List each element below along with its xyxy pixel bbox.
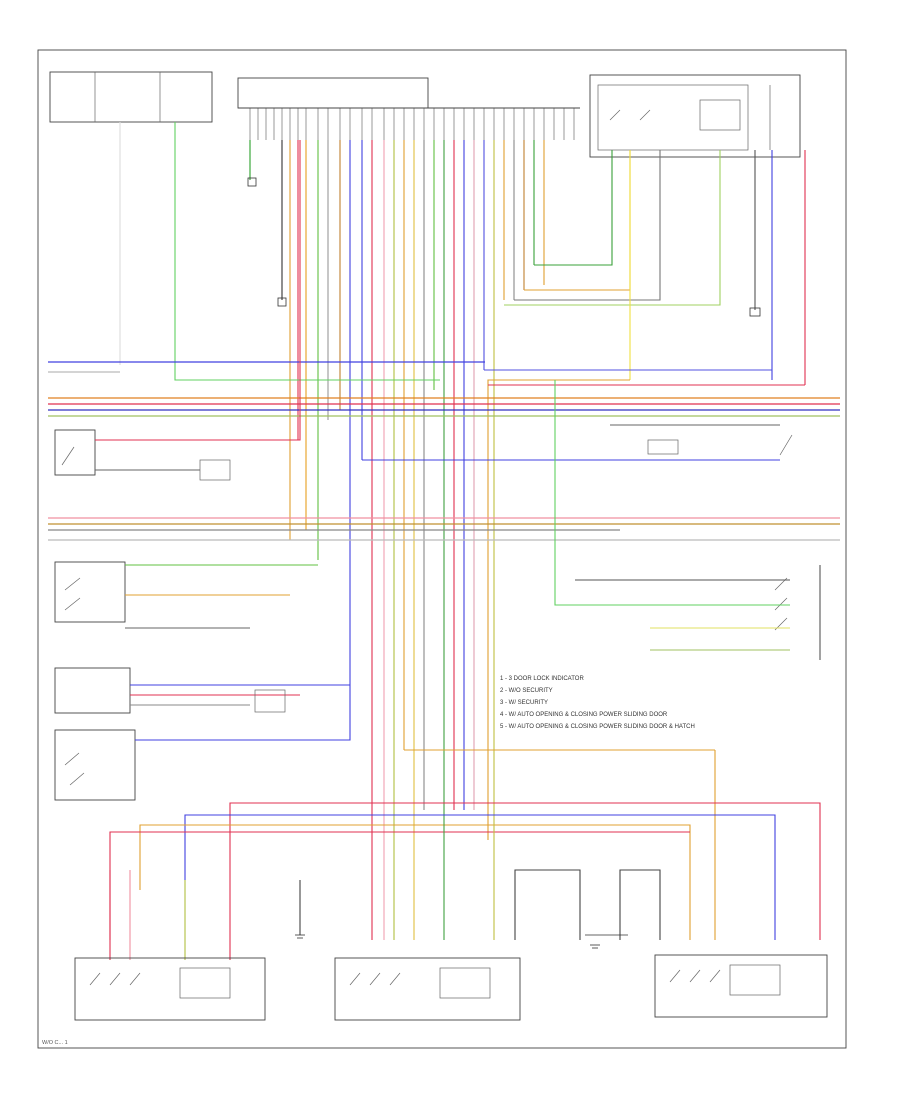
door-switch-left-1 (54, 429, 96, 476)
power-sliding-door-module (589, 74, 801, 158)
right-lower-switch (554, 380, 821, 660)
lower-wiring (109, 749, 821, 960)
horizontal-bus (48, 361, 840, 541)
slide-door-motor-center (334, 957, 521, 1021)
door-lock-actuator-left (54, 667, 131, 714)
ground-symbols (295, 934, 628, 949)
legend-item-1: 1 - 3 DOOR LOCK INDICATOR (500, 676, 584, 682)
slide-door-motor-left (74, 957, 266, 1021)
module-pin-group (249, 108, 575, 140)
legend-item-2: 2 - W/O SECURITY (500, 688, 553, 694)
slide-door-motor-right (654, 954, 828, 1018)
module-right-connections (484, 150, 806, 840)
legend-item-3: 3 - W/ SECURITY (500, 700, 548, 706)
right-middle-components (362, 424, 793, 461)
diagram-frame (37, 49, 847, 1049)
body-control-module (237, 77, 429, 109)
legend-item-4: 4 - W/ AUTO OPENING & CLOSING POWER SLID… (500, 712, 668, 718)
rear-door-switch (54, 729, 136, 801)
junction-block-top-left (49, 71, 213, 123)
door-lock-switch (54, 561, 126, 623)
footer-code: W/O C... 1 (42, 1040, 68, 1046)
legend: 1 - 3 DOOR LOCK INDICATOR 2 - W/O SECURI… (500, 676, 695, 730)
wire-bundle-vertical (249, 140, 545, 860)
legend-item-5: 5 - W/ AUTO OPENING & CLOSING POWER SLID… (500, 724, 695, 730)
